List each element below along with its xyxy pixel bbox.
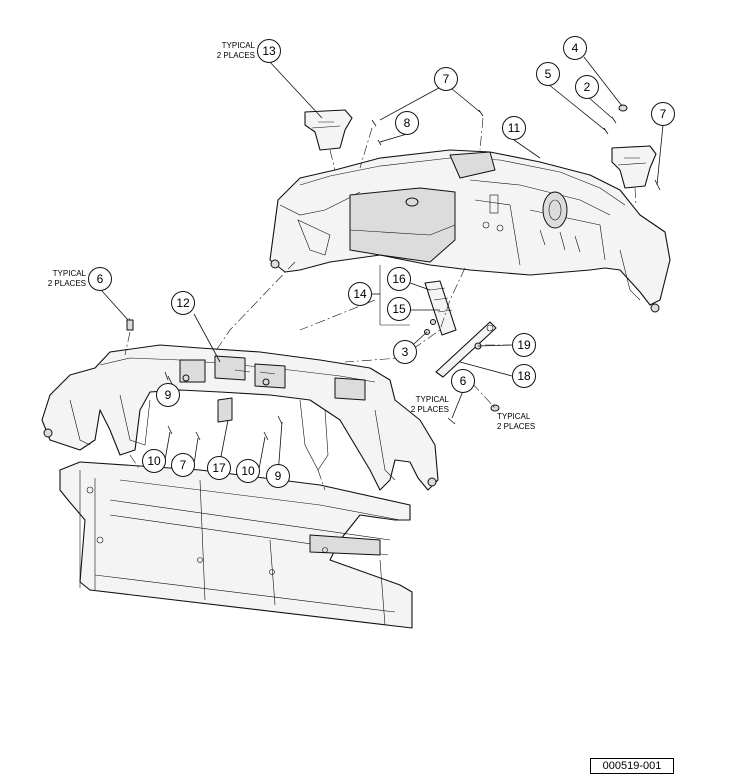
svg-text:2 PLACES: 2 PLACES [411, 405, 449, 414]
callout-15: 15 [387, 297, 411, 321]
svg-text:11: 11 [508, 121, 521, 135]
callout-5: 5 [536, 62, 560, 86]
svg-text:12: 12 [176, 296, 190, 310]
callout-10-right: 10 [236, 459, 260, 483]
svg-text:7: 7 [180, 458, 187, 472]
svg-text:6: 6 [460, 374, 467, 388]
svg-text:TYPICAL: TYPICAL [497, 412, 531, 421]
callout-7-bottom: 7 [171, 453, 195, 477]
svg-text:14: 14 [353, 287, 367, 301]
callout-13: 13 [257, 39, 281, 63]
svg-text:TYPICAL: TYPICAL [53, 269, 87, 278]
note-typical-13: TYPICAL 2 PLACES [217, 41, 256, 60]
lower-body-assembly [41, 317, 500, 491]
callout-19: 19 [512, 333, 536, 357]
bumper-block-right [611, 145, 657, 206]
svg-text:8: 8 [404, 116, 411, 130]
svg-text:3: 3 [402, 345, 409, 359]
svg-text:19: 19 [517, 338, 531, 352]
callout-9-left: 9 [156, 383, 180, 407]
callout-3: 3 [393, 340, 417, 364]
svg-text:5: 5 [545, 67, 552, 81]
svg-text:TYPICAL: TYPICAL [416, 395, 450, 404]
callout-7-right: 7 [651, 102, 675, 126]
callout-11: 11 [502, 116, 526, 140]
note-typical-6-left: TYPICAL 2 PLACES [48, 269, 87, 288]
callout-6-right: 6 [451, 369, 475, 393]
svg-text:10: 10 [241, 464, 255, 478]
svg-text:15: 15 [392, 302, 406, 316]
svg-text:2 PLACES: 2 PLACES [48, 279, 86, 288]
svg-text:2 PLACES: 2 PLACES [217, 51, 255, 60]
fasteners-top [359, 104, 661, 191]
svg-text:2 PLACES: 2 PLACES [497, 422, 535, 431]
svg-text:18: 18 [517, 369, 531, 383]
svg-text:17: 17 [212, 461, 226, 475]
svg-text:7: 7 [443, 72, 450, 86]
leader-lines [101, 56, 664, 476]
note-typical-6-far: TYPICAL 2 PLACES [497, 412, 535, 431]
callout-18: 18 [512, 364, 536, 388]
chassis-frame [59, 454, 413, 629]
callout-12: 12 [171, 291, 195, 315]
callout-10-left: 10 [142, 449, 166, 473]
svg-text:4: 4 [572, 41, 579, 55]
svg-text:13: 13 [262, 44, 276, 58]
note-typical-6-right: TYPICAL 2 PLACES [411, 395, 450, 414]
callout-16: 16 [387, 267, 411, 291]
svg-text:9: 9 [165, 388, 172, 402]
bumper-block-left [304, 109, 353, 171]
callout-4: 4 [563, 36, 587, 60]
callout-14: 14 [348, 282, 372, 306]
callout-6-left: 6 [88, 267, 112, 291]
callout-7-top: 7 [434, 67, 458, 91]
svg-text:9: 9 [275, 469, 282, 483]
drawing-number-label: 000519-001 [590, 758, 674, 774]
svg-text:10: 10 [147, 454, 161, 468]
svg-text:7: 7 [660, 107, 667, 121]
svg-text:16: 16 [392, 272, 406, 286]
callout-9-right: 9 [266, 464, 290, 488]
svg-text:2: 2 [584, 80, 591, 94]
callout-2: 2 [575, 75, 599, 99]
callout-8: 8 [395, 111, 419, 135]
rear-body-assembly [269, 149, 671, 313]
svg-text:6: 6 [97, 272, 104, 286]
callout-17: 17 [207, 456, 231, 480]
svg-text:TYPICAL: TYPICAL [222, 41, 256, 50]
